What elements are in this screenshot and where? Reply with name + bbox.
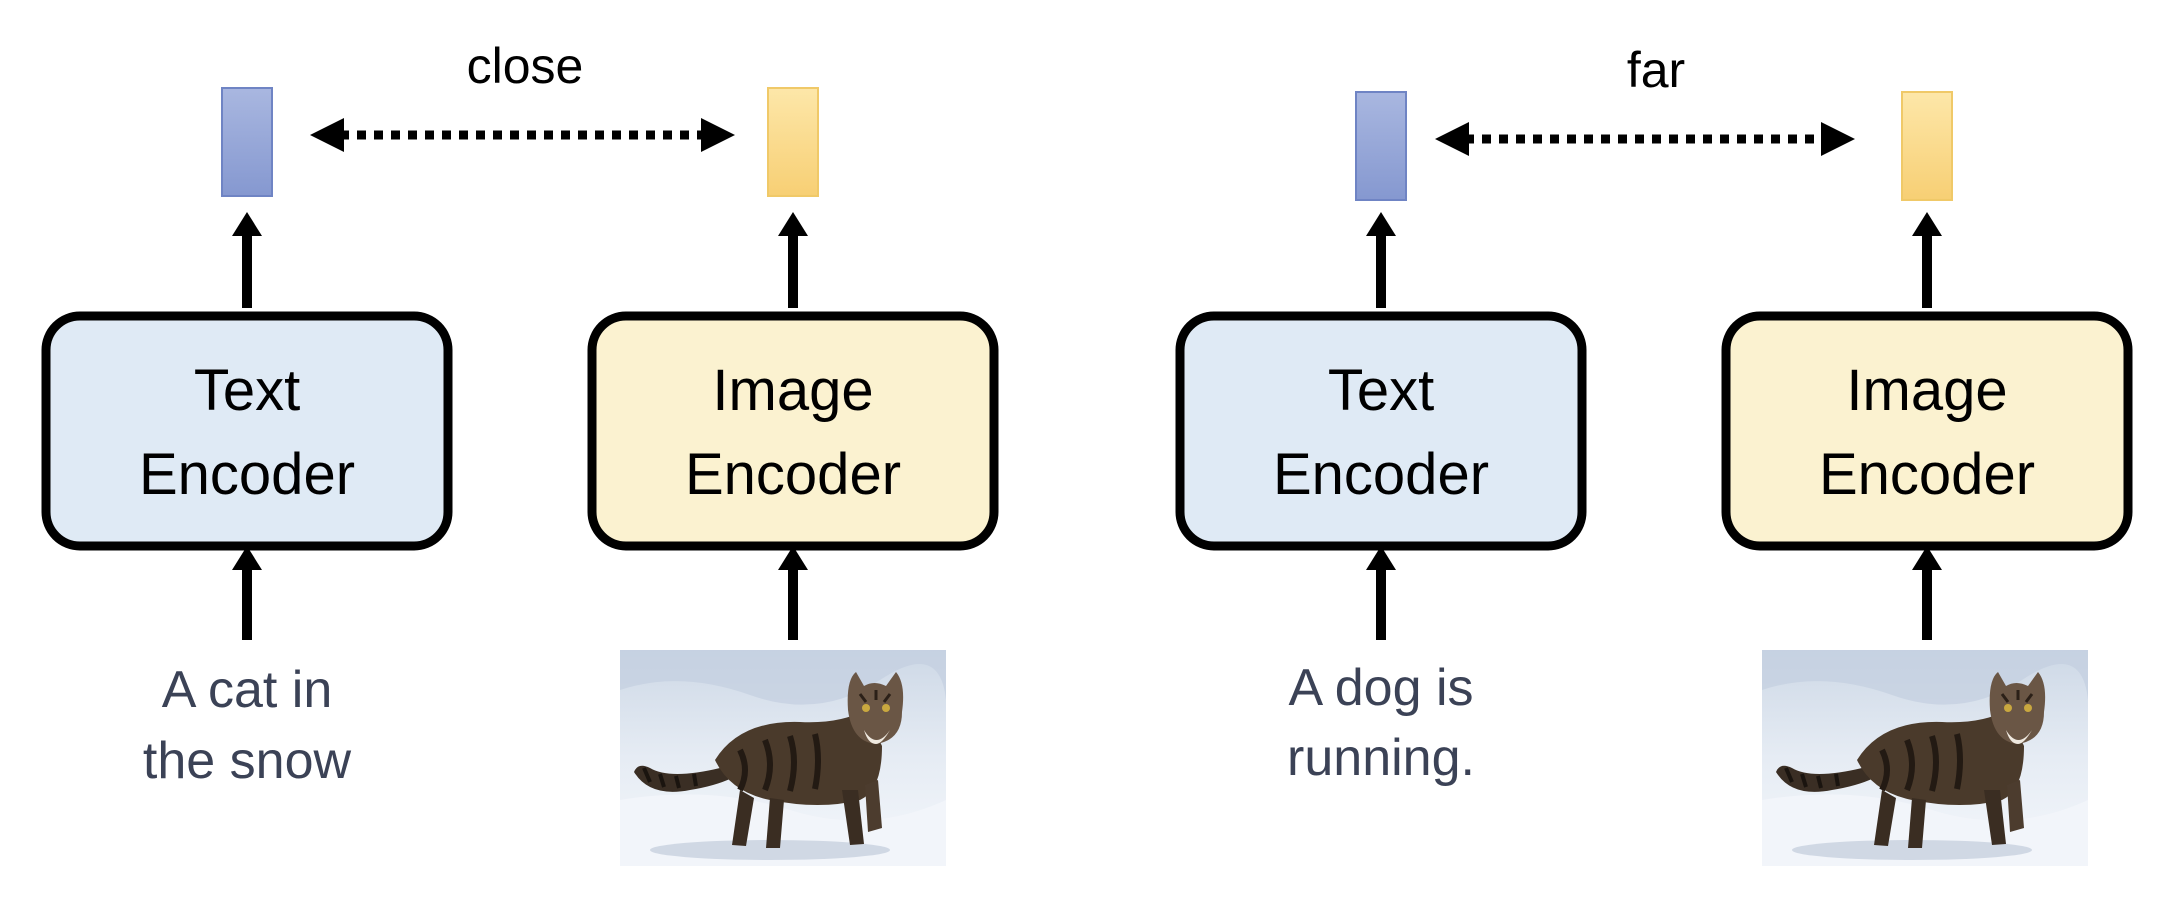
image-encoder-output-arrow-head bbox=[778, 212, 808, 236]
text-input-arrow-head bbox=[1366, 546, 1396, 570]
image-encoder-box bbox=[587, 311, 999, 551]
similarity-arrow-right-head bbox=[1821, 122, 1855, 156]
relation-label: close bbox=[467, 38, 584, 94]
caption-line2: running. bbox=[1287, 729, 1475, 787]
cat-in-snow-photo bbox=[620, 650, 946, 866]
text-encoder-label-line1: Text bbox=[194, 358, 300, 423]
image-input-arrow-head bbox=[1912, 546, 1942, 570]
similarity-arrow-left-head bbox=[310, 118, 344, 152]
image-encoder-label-line1: Image bbox=[1846, 358, 2007, 423]
image-input-arrow-head bbox=[778, 546, 808, 570]
text-encoder-label-line1: Text bbox=[1328, 358, 1434, 423]
similarity-arrow-left-head bbox=[1435, 122, 1469, 156]
image-encoder-label-line1: Image bbox=[712, 358, 873, 423]
image-embedding-vector bbox=[1901, 91, 1953, 201]
cat-in-snow-photo bbox=[1762, 650, 2088, 866]
caption-line1: A dog is bbox=[1288, 659, 1473, 717]
text-embedding-vector bbox=[1355, 91, 1407, 201]
image-encoder-label-line2: Encoder bbox=[685, 442, 901, 507]
similarity-arrow-right-head bbox=[701, 118, 735, 152]
image-embedding-vector bbox=[767, 87, 819, 197]
text-encoder-label-line2: Encoder bbox=[1273, 442, 1489, 507]
caption-line1: A cat in bbox=[162, 661, 333, 719]
text-encoder-box bbox=[1175, 311, 1587, 551]
text-embedding-vector bbox=[221, 87, 273, 197]
relation-label: far bbox=[1627, 42, 1685, 98]
image-encoder-label-line2: Encoder bbox=[1819, 442, 2035, 507]
text-encoder-box bbox=[41, 311, 453, 551]
image-encoder-output-arrow-head bbox=[1912, 212, 1942, 236]
caption-line2: the snow bbox=[143, 732, 352, 790]
text-input-arrow-head bbox=[232, 546, 262, 570]
image-encoder-box bbox=[1721, 311, 2133, 551]
text-encoder-output-arrow-head bbox=[232, 212, 262, 236]
text-encoder-label-line2: Encoder bbox=[139, 442, 355, 507]
text-encoder-output-arrow-head bbox=[1366, 212, 1396, 236]
